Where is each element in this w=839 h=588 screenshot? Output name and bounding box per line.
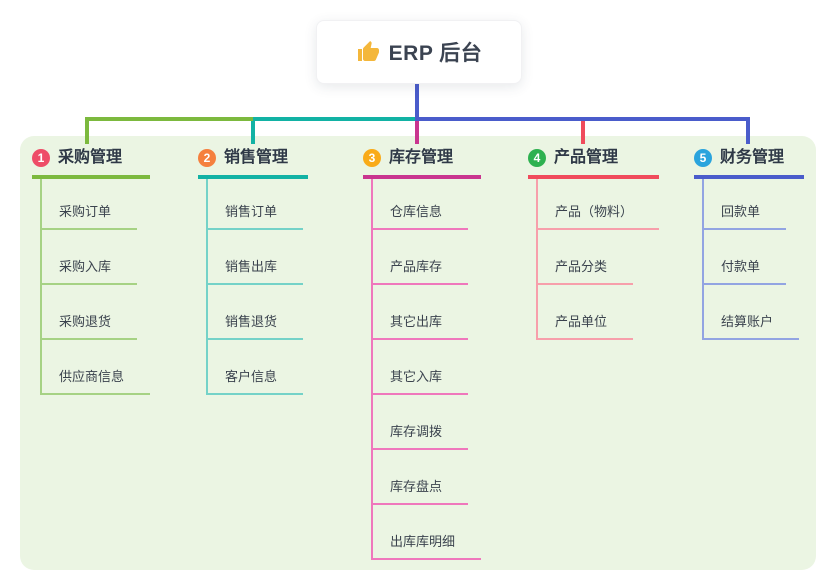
branch-number-badge: 3 xyxy=(363,149,381,167)
child-node: 结算账户 xyxy=(704,285,804,340)
branch-header[interactable]: 2 销售管理 xyxy=(198,148,308,179)
branch-header[interactable]: 4 产品管理 xyxy=(528,148,660,179)
branch-title: 库存管理 xyxy=(389,149,454,166)
child-node-label[interactable]: 销售退货 xyxy=(208,314,304,340)
root-node[interactable]: ERP 后台 xyxy=(316,20,522,84)
connector-line xyxy=(415,121,419,144)
branch-children: 采购订单采购入库采购退货供应商信息 xyxy=(40,179,151,395)
child-node-label[interactable]: 采购订单 xyxy=(42,204,138,230)
branch-node-5: 5 财务管理 回款单付款单结算账户 xyxy=(694,148,804,340)
child-node: 产品分类 xyxy=(538,230,659,285)
child-node-label[interactable]: 采购退货 xyxy=(42,314,138,340)
branch-header[interactable]: 3 库存管理 xyxy=(363,148,482,179)
connector-line xyxy=(415,117,750,121)
child-node: 出库库明细 xyxy=(373,505,482,560)
branch-children: 回款单付款单结算账户 xyxy=(702,179,804,340)
child-node-label[interactable]: 回款单 xyxy=(704,204,787,230)
root-node-label: ERP 后台 xyxy=(388,42,483,65)
child-node: 客户信息 xyxy=(208,340,308,395)
child-node-label[interactable]: 出库库明细 xyxy=(373,534,482,560)
branch-header[interactable]: 1 采购管理 xyxy=(32,148,151,179)
child-node-label[interactable]: 产品库存 xyxy=(373,259,469,285)
child-node-label[interactable]: 供应商信息 xyxy=(42,369,151,395)
child-node: 销售订单 xyxy=(208,179,308,230)
branch-node-4: 4 产品管理 产品（物料） 产品分类产品单位 xyxy=(528,148,660,340)
child-node-label[interactable]: 产品分类 xyxy=(538,259,634,285)
child-node-label[interactable]: 产品单位 xyxy=(538,314,634,340)
branch-children: 产品（物料） 产品分类产品单位 xyxy=(536,179,660,340)
child-node-label[interactable]: 其它出库 xyxy=(373,314,469,340)
child-node: 采购退货 xyxy=(42,285,150,340)
child-node-label[interactable]: 库存盘点 xyxy=(373,479,469,505)
child-node: 销售出库 xyxy=(208,230,308,285)
child-node: 仓库信息 xyxy=(373,179,481,230)
child-node: 供应商信息 xyxy=(42,340,151,395)
branch-node-1: 1 采购管理 采购订单采购入库采购退货供应商信息 xyxy=(32,148,151,395)
child-node-label[interactable]: 销售订单 xyxy=(208,204,304,230)
branch-title: 产品管理 xyxy=(554,149,619,166)
branch-number-badge: 5 xyxy=(694,149,712,167)
branch-number-badge: 4 xyxy=(528,149,546,167)
branch-node-2: 2 销售管理 销售订单销售出库销售退货客户信息 xyxy=(198,148,308,395)
child-node-label[interactable]: 库存调拨 xyxy=(373,424,469,450)
branch-number-badge: 2 xyxy=(198,149,216,167)
child-node: 产品（物料） xyxy=(538,179,660,230)
child-node-label[interactable]: 客户信息 xyxy=(208,369,304,395)
child-node: 采购入库 xyxy=(42,230,150,285)
child-node-label[interactable]: 产品（物料） xyxy=(538,204,660,230)
child-node-label[interactable]: 采购入库 xyxy=(42,259,138,285)
branch-title: 采购管理 xyxy=(58,149,123,166)
child-node: 库存调拨 xyxy=(373,395,481,450)
branch-title: 销售管理 xyxy=(224,149,289,166)
connector-line xyxy=(85,117,253,121)
child-node: 产品单位 xyxy=(538,285,659,340)
child-node: 其它出库 xyxy=(373,285,481,340)
branch-children: 仓库信息产品库存其它出库其它入库库存调拨库存盘点出库库明细 xyxy=(371,179,482,560)
connector-line xyxy=(253,117,415,121)
connector-line xyxy=(746,117,750,144)
mindmap-canvas xyxy=(20,136,816,570)
child-node-label[interactable]: 仓库信息 xyxy=(373,204,469,230)
branch-number-badge: 1 xyxy=(32,149,50,167)
thumbs-up-icon xyxy=(357,41,379,61)
connector-line xyxy=(85,117,89,144)
child-node-label[interactable]: 销售出库 xyxy=(208,259,304,285)
child-node-label[interactable]: 结算账户 xyxy=(704,314,800,340)
child-node: 其它入库 xyxy=(373,340,481,395)
connector-line xyxy=(251,121,255,144)
branch-title: 财务管理 xyxy=(720,149,785,166)
child-node: 付款单 xyxy=(704,230,804,285)
child-node-label[interactable]: 付款单 xyxy=(704,259,787,285)
branch-node-3: 3 库存管理 仓库信息产品库存其它出库其它入库库存调拨库存盘点出库库明细 xyxy=(363,148,482,560)
child-node: 销售退货 xyxy=(208,285,308,340)
branch-children: 销售订单销售出库销售退货客户信息 xyxy=(206,179,308,395)
child-node: 产品库存 xyxy=(373,230,481,285)
child-node: 采购订单 xyxy=(42,179,150,230)
connector-line xyxy=(581,121,585,144)
connector-line xyxy=(415,84,419,118)
child-node-label[interactable]: 其它入库 xyxy=(373,369,469,395)
child-node: 库存盘点 xyxy=(373,450,481,505)
branch-header[interactable]: 5 财务管理 xyxy=(694,148,804,179)
child-node: 回款单 xyxy=(704,179,804,230)
